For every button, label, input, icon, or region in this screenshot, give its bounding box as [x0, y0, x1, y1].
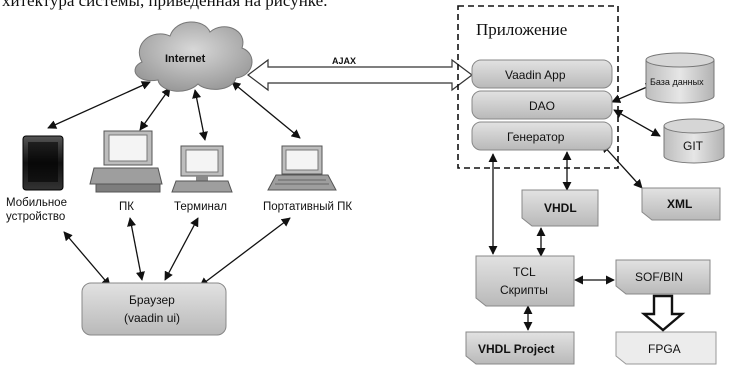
- git-label: GIT: [683, 139, 704, 153]
- database-cylinder: База данных: [645, 52, 715, 104]
- tcl-scripts-file: TCL Скрипты: [475, 255, 575, 307]
- fpga-file: FPGA: [615, 331, 717, 365]
- ajax-label: AJAX: [332, 56, 356, 66]
- ajax-arrow: AJAX: [247, 56, 473, 92]
- connector-mobile-browser: [63, 231, 111, 287]
- git-cylinder: GIT: [663, 118, 725, 164]
- connector-internet-laptop: [231, 81, 301, 139]
- browser-label-line1: Браузер: [129, 293, 175, 307]
- vhdl-label: VHDL: [544, 201, 577, 215]
- generator-layer: [471, 121, 613, 151]
- dao-layer: [471, 90, 613, 120]
- caption-text: хитектура системы, приведенная на рисунк…: [2, 0, 327, 10]
- terminal-label: Терминал: [174, 201, 227, 213]
- browser-box: Браузер (vaadin ui): [81, 282, 227, 336]
- connector-laptop-browser: [199, 217, 291, 287]
- vhdl-project-file: VHDL Project: [465, 331, 575, 365]
- internet-cloud: Internet: [134, 21, 253, 92]
- mobile-device: Мобильное устройство: [6, 135, 67, 223]
- vaadin-app-layer: [471, 59, 613, 89]
- connector-generator-xml: [601, 143, 643, 189]
- vhdl-file: VHDL: [521, 189, 599, 227]
- pc-icon: [89, 130, 163, 193]
- browser-label-line2: (vaadin ui): [124, 311, 180, 325]
- connector-internet-pc: [139, 87, 171, 131]
- mobile-label-line1: Мобильное: [6, 197, 67, 209]
- pc-device: ПК: [89, 130, 163, 213]
- laptop-device: Портативный ПК: [263, 145, 352, 213]
- application-label: Приложение: [476, 20, 567, 39]
- tcl-label-line2: Скрипты: [500, 283, 548, 297]
- dao-label: DAO: [529, 99, 555, 113]
- vaadin-app-label: Vaadin App: [505, 68, 566, 82]
- sofbin-label: SOF/BIN: [635, 270, 683, 284]
- fpga-label: FPGA: [648, 342, 681, 356]
- laptop-label: Портативный ПК: [263, 201, 352, 213]
- sofbin-file: SOF/BIN: [615, 259, 711, 295]
- vhdl-project-label: VHDL Project: [478, 342, 554, 356]
- xml-file: XML: [641, 187, 721, 221]
- generator-label: Генератор: [507, 130, 565, 144]
- internet-label: Internet: [165, 53, 206, 65]
- tcl-label-line1: TCL: [513, 265, 536, 279]
- mobile-label-line2: устройство: [6, 211, 65, 223]
- pc-label: ПК: [119, 201, 134, 213]
- xml-label: XML: [667, 197, 692, 211]
- application-group: Приложение Vaadin App DAO Генератор: [457, 5, 619, 169]
- connector-internet-mobile: [47, 81, 151, 129]
- connector-dao-git: [613, 109, 661, 137]
- database-label: База данных: [650, 77, 704, 87]
- connector-internet-terminal: [192, 89, 208, 141]
- terminal-device: Терминал: [171, 145, 233, 213]
- connector-pc-browser: [127, 217, 145, 281]
- application-dashed-border: [457, 5, 619, 169]
- sofbin-to-fpga-arrow: [640, 294, 686, 332]
- connectors: [47, 81, 661, 331]
- connector-terminal-browser: [164, 217, 199, 281]
- terminal-icon: [171, 145, 233, 193]
- laptop-icon: [267, 145, 337, 191]
